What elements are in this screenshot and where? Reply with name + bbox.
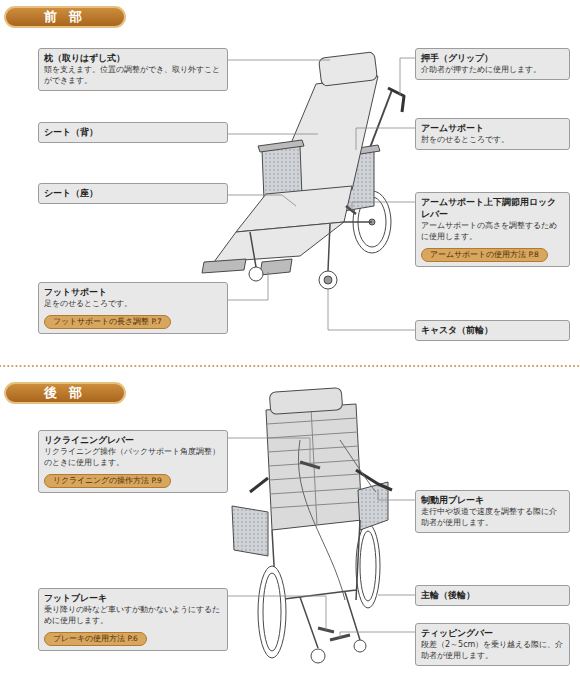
callout-box: シート（座） [38,183,228,204]
push-grip [388,88,404,112]
brake-cable [298,440,345,600]
section-title: 後 部 [6,384,124,402]
part-name: アームサポート上下調節用ロックレバー [421,196,564,220]
part-name: 制動用ブレーキ [421,494,564,506]
part-description: 走行中や坂道で速度を調整する際に介助者が使用します。 [421,506,564,528]
callout-box: キャスタ（前輪） [415,320,570,341]
leader-line [352,202,415,210]
section-header: 後 部 [4,382,126,404]
section-header: 前 部 [4,6,126,28]
part-name: キャスタ（前輪） [421,324,564,336]
reference-tag: アームサポートの使用方法 P.8 [421,248,548,262]
leader-line [228,438,310,464]
callout-box: シート（背） [38,122,228,143]
dotted-separator [0,365,580,367]
part-name: シート（背） [44,126,222,138]
leader-line [228,60,330,61]
callout-box: 押手（グリップ）介助者が押すために使用します。 [415,48,570,80]
callout-box: 制動用ブレーキ走行中や坂道で速度を調整する際に介助者が使用します。 [415,490,570,533]
part-description: アームサポートの高さを調整するために使用します。 [421,220,564,242]
callout-box: アームサポート上下調節用ロックレバーアームサポートの高さを調整するために使用しま… [415,192,570,267]
reference-tag: リクライニングの操作方法 P.9 [44,474,171,488]
leader-line [228,596,326,630]
callout-box: 枕（取りはずし式）頭を支えます。位置の調整ができ、取り外すことができます。 [38,48,228,91]
caster [354,640,366,652]
caster [319,271,337,289]
part-description: 乗り降りの時など車いすが動かないようにするために使用します。 [44,604,222,626]
callout-box: フットブレーキ乗り降りの時など車いすが動かないようにするために使用します。ブレー… [38,588,228,651]
part-name: シート（座） [44,187,222,199]
part-name: フットサポート [44,286,222,298]
footplate [260,259,292,275]
rear-wheel-rim [263,573,281,651]
rear-wheel-rim [360,531,376,601]
section-title: 前 部 [6,8,124,26]
part-description: 頭を支えます。位置の調整ができ、取り外すことができます。 [44,64,222,86]
push-grip [250,478,268,492]
callout-box: フットサポート足をのせるところです。フットサポートの長さ調整 P.7 [38,282,228,334]
brake-cable [340,440,376,492]
backrest-rear [266,404,362,530]
callout-box: リクライニングレバーリクライニング操作（バックサポート角度調整）のときに使用しま… [38,430,228,493]
rear-wheel [258,566,286,658]
leader-line [228,134,318,135]
leader-line [228,195,296,206]
armrest-pad [258,140,304,152]
part-description: 足をのせるところです。 [44,298,222,309]
part-name: アームサポート [421,122,564,134]
part-name: ティッピングバー [421,627,564,639]
caster [311,649,325,663]
leader-line [228,272,268,300]
leader-line [378,490,415,500]
arm-panel [232,506,268,556]
leader-line [400,58,415,96]
reference-tag: フットサポートの長さ調整 P.7 [44,315,171,329]
part-name: フットブレーキ [44,592,222,604]
caster [249,267,263,281]
part-description: 段差（2～5cm）を乗り越える際に、介助者が使用します。 [421,639,564,661]
part-description: 肘をのせるところです。 [421,134,564,145]
leader-line [340,632,415,638]
callout-box: ティッピングバー段差（2～5cm）を乗り越える際に、介助者が使用します。 [415,623,570,666]
leader-line [328,289,415,330]
part-name: 主輪（後輪） [421,589,564,601]
headrest [319,52,378,87]
leader-line [378,595,415,596]
footplate [202,259,246,273]
leader-lines [228,58,415,638]
page-reference: アームサポートの使用方法 P.8 [430,250,539,260]
caster-hub [324,276,332,284]
part-description: リクライニング操作（バックサポート角度調整）のときに使用します。 [44,446,222,468]
headrest [269,388,342,415]
part-name: リクライニングレバー [44,434,222,446]
part-description: 介助者が押すために使用します。 [421,64,564,75]
wheelchair-back [232,388,392,663]
arm-panel [358,482,388,530]
part-name: 枕（取りはずし式） [44,52,222,64]
callout-box: 主輪（後輪） [415,585,570,606]
lock-lever [346,206,356,214]
wheelchair-front [202,52,404,289]
push-grip [356,470,392,490]
legrest [214,222,344,262]
page-reference: フットサポートの長さ調整 P.7 [53,317,162,327]
page-reference: ブレーキの使用方法 P.6 [53,634,138,644]
callout-box: アームサポート肘をのせるところです。 [415,118,570,150]
page-reference: リクライニングの操作方法 P.9 [53,476,162,486]
part-name: 押手（グリップ） [421,52,564,64]
leader-line [356,128,415,150]
reference-tag: ブレーキの使用方法 P.6 [44,632,147,646]
